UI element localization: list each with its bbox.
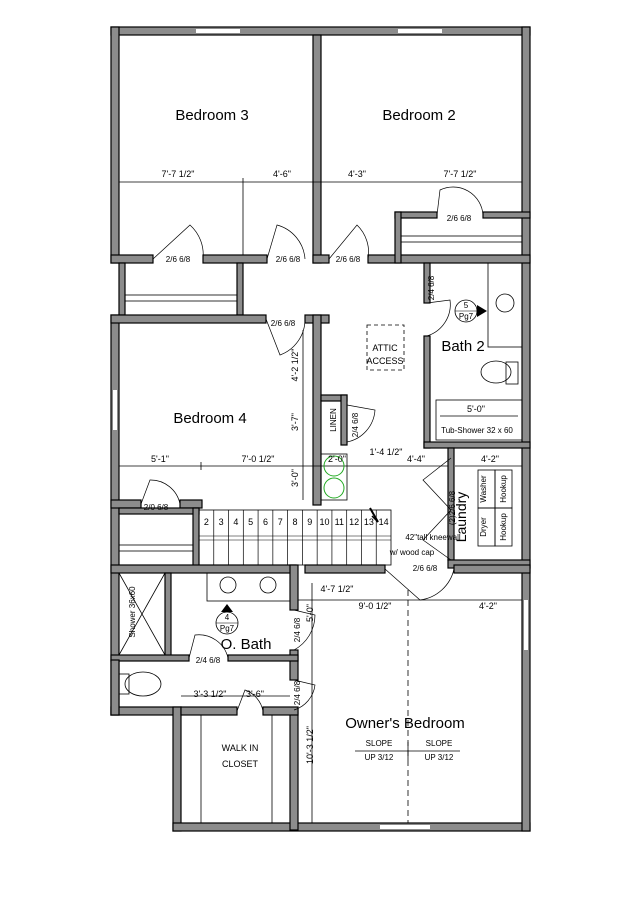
tag-number: 4 <box>225 613 230 622</box>
washer-label: Washer <box>479 475 488 503</box>
stair-number: 7 <box>278 517 283 527</box>
dim-label: 5'-0" <box>305 604 315 622</box>
attic-access <box>366 324 405 371</box>
dim-label: 5'-0" <box>467 404 485 414</box>
dryer-label: Dryer <box>479 517 488 537</box>
obath-sink-icon <box>219 576 237 594</box>
bedroom-4-label: Bedroom 4 <box>173 410 246 427</box>
bath2-toilet-icon <box>480 360 512 384</box>
dim-label: 4'-2" <box>481 454 499 464</box>
closet-shelves <box>118 235 523 552</box>
stair-number: 6 <box>263 517 268 527</box>
dim-label: 2'-0" <box>328 454 346 464</box>
stair-number: 13 <box>364 517 374 527</box>
tag-number: 5 <box>464 301 469 310</box>
owners-bedroom-label: Owner's Bedroom <box>345 715 465 732</box>
dim-label: 4'-7 1/2" <box>321 584 354 594</box>
kneewall-note: w/ wood cap <box>389 548 435 557</box>
dim-label: 3'-6" <box>246 689 264 699</box>
tag-page: Pg7 <box>459 312 474 321</box>
door-label: 2/4 6/8 <box>293 680 302 705</box>
dim-label: 7'-7 1/2" <box>162 169 195 179</box>
door-label: 2/4 6/8 <box>351 412 360 437</box>
bedroom-3-label: Bedroom 3 <box>175 107 248 124</box>
access-label: ACCESS <box>366 356 403 366</box>
slope-label: SLOPE <box>426 739 453 748</box>
stair-number: 4 <box>233 517 238 527</box>
closet-label: CLOSET <box>222 759 259 769</box>
dim-label: 3'-7" <box>290 413 300 431</box>
tub-shower-label: Tub-Shower 32 x 60 <box>441 426 513 435</box>
door-label: 2/6 6/8 <box>336 255 361 264</box>
obath-shower <box>118 572 166 656</box>
door-label: 2/6 6/8 <box>166 255 191 264</box>
slope-label: UP 3/12 <box>365 753 394 762</box>
door-label: 2/6 6/8 <box>276 255 301 264</box>
door-label: 2/6 6/8 <box>413 564 438 573</box>
bath2-vanity <box>487 262 523 348</box>
door-label: (2)2/6 6/8 <box>448 490 457 525</box>
door-swings <box>140 186 484 712</box>
dim-label: 3'-3 1/2" <box>194 689 227 699</box>
exterior-walls <box>110 26 531 832</box>
fixtures <box>118 262 523 823</box>
dim-label: 5'-1" <box>151 454 169 464</box>
interior-walls <box>110 34 531 831</box>
stair-number: 11 <box>335 517 344 527</box>
laundry-label: Laundry <box>453 492 469 543</box>
dim-label: 9'-0 1/2" <box>359 601 392 611</box>
section-tag-bath2: 5 Pg7 <box>454 299 487 323</box>
section-tag-obath: 4 Pg7 <box>215 604 239 635</box>
stair-number: 14 <box>379 517 389 527</box>
stair-number: 8 <box>292 517 297 527</box>
dim-label: 7'-7 1/2" <box>444 169 477 179</box>
stair-number: 9 <box>307 517 312 527</box>
attic-label: ATTIC <box>372 343 398 353</box>
linen-label: LINEN <box>329 408 338 432</box>
dim-label: 4'-2" <box>479 601 497 611</box>
bath-2-label: Bath 2 <box>441 338 484 355</box>
door-label: 2/0 6/8 <box>144 503 169 512</box>
slope-label: SLOPE <box>366 739 393 748</box>
washer-hookup-label: Hookup <box>499 475 508 503</box>
walk-in-label: WALK IN <box>222 743 259 753</box>
door-label: 2/4 6/8 <box>196 656 221 665</box>
o-bath-label: O. Bath <box>221 636 272 653</box>
bath2-sink-icon <box>495 293 515 313</box>
door-label: 2/4 6/8 <box>293 617 302 642</box>
tag-page: Pg7 <box>220 624 235 633</box>
dim-label: 4'-2 1/2" <box>290 349 300 382</box>
dim-label: 3'-0" <box>290 469 300 487</box>
dim-label: 4'-4" <box>407 454 425 464</box>
obath-toilet-icon <box>124 671 162 697</box>
door-label: 2/4 6/8 <box>427 275 436 300</box>
tub-shower <box>435 399 523 441</box>
stair-number: 12 <box>349 517 359 527</box>
dim-label: 1'-4 1/2" <box>370 447 403 457</box>
dim-label: 7'-0 1/2" <box>242 454 275 464</box>
dim-label: 4'-6" <box>273 169 291 179</box>
dim-label: 10'-3 1/2" <box>305 726 315 764</box>
dimension-lines <box>119 178 522 823</box>
obath-vanity <box>206 572 291 602</box>
door-label: 2/6 6/8 <box>447 214 472 223</box>
shower-label: Shower 36x60 <box>128 586 137 638</box>
door-label: 2/6 6/8 <box>271 319 296 328</box>
stair-number: 5 <box>248 517 253 527</box>
stair-number: 2 <box>204 517 209 527</box>
stair-number: 10 <box>320 517 330 527</box>
dryer-hookup-label: Hookup <box>499 513 508 541</box>
dim-label: 4'-3" <box>348 169 366 179</box>
kneewall-note: 42"tall kneewall <box>405 533 461 542</box>
slope-label: UP 3/12 <box>425 753 454 762</box>
bedroom-2-label: Bedroom 2 <box>382 107 455 124</box>
stair-number: 3 <box>219 517 224 527</box>
